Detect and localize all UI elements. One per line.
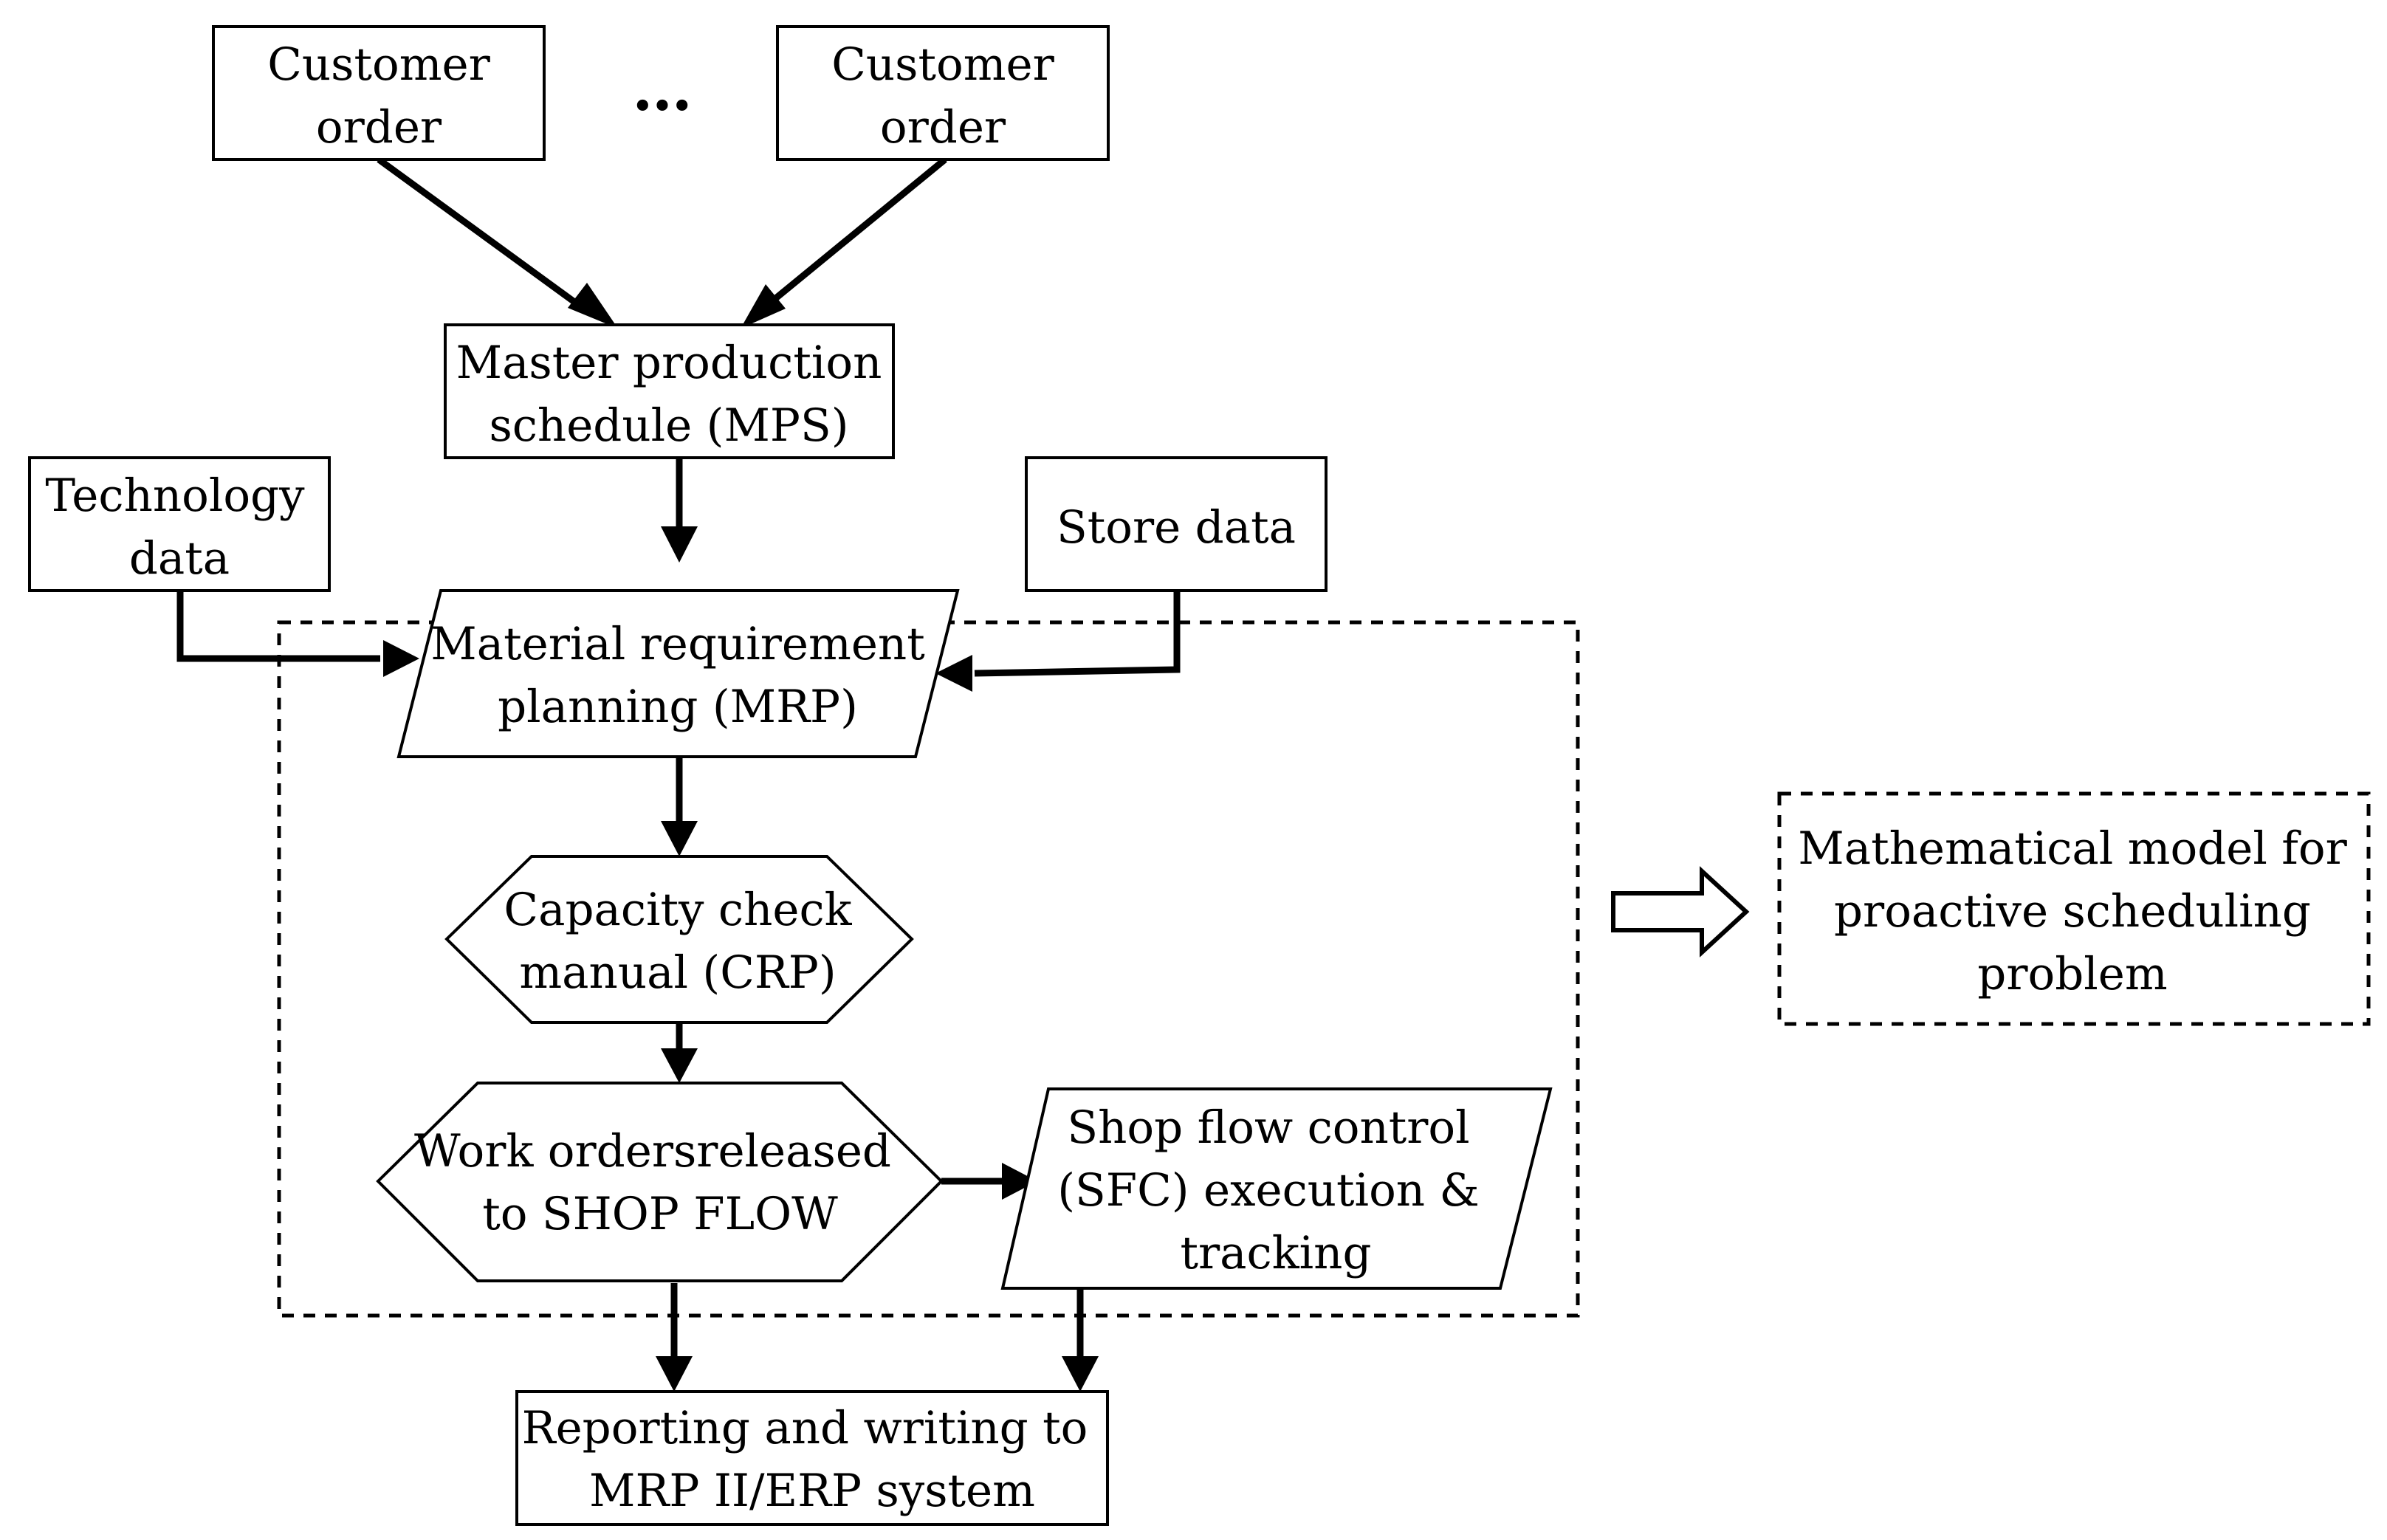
customer-order-1-line1: Customer [267,38,490,91]
sfc-line3: tracking [1180,1227,1371,1279]
mps-line2: schedule (MPS) [489,399,848,452]
arrowheads [383,283,1099,1392]
customer-order-2-line1: Customer [831,38,1054,91]
arrowhead-into-mps-left [568,283,618,329]
customer-order-1-line2: order [316,101,442,154]
technology-data-line2: data [129,532,230,585]
math-model-line2: proactive scheduling [1834,885,2311,938]
hollow-arrow-to-math-model [1611,866,1750,958]
arrowhead-into-sfc [1002,1163,1037,1200]
crp-line1: Capacity check [504,884,852,936]
customer-order-box-1: Customer order [212,25,546,161]
mrp-line1: Material requirement [430,618,925,670]
customer-order-2-line2: order [880,101,1006,154]
arrowhead-into-work-orders [661,1048,698,1083]
mrp-line2: planning (MRP) [498,681,858,733]
reporting-box: Reporting and writing to MRP II/ERP syst… [515,1390,1109,1526]
edge-store-data-to-mrp [974,580,1181,677]
ellipsis-more-orders: ••• [631,85,690,129]
math-model-line1: Mathematical model for [1798,822,2347,875]
mps-box: Master production schedule (MPS) [444,323,895,459]
arrowhead-into-reporting-left [656,1356,693,1392]
technology-data-box: Technology data [28,456,331,592]
connectors [176,157,1181,1358]
technology-data-line1: Technology [45,470,305,522]
customer-order-box-2: Customer order [776,25,1110,161]
edge-technology-data-to-mrp [176,591,380,662]
arrowhead-into-mrp-left [383,640,419,677]
reporting-line2: MRP II/ERP system [589,1465,1035,1517]
mps-line1: Master production [456,337,882,389]
store-data-line1: Store data [1057,501,1296,554]
store-data-box: Store data [1025,456,1328,592]
sfc-line1: Shop flow control [1067,1101,1469,1154]
work-orders-line2: to SHOP FLOW [482,1188,838,1240]
work-orders-hexagon: Work ordersreleased to SHOP FLOW [376,1082,944,1282]
crp-hexagon: Capacity check manual (CRP) [444,855,914,1024]
arrowhead-into-crp [661,821,698,856]
mrp-parallelogram: Material requirement planning (MRP) [396,589,960,758]
edge-customer-order-2-to-mps [755,157,947,317]
crp-line2: manual (CRP) [519,946,836,999]
reporting-line1: Reporting and writing to [522,1402,1088,1454]
sfc-line2: (SFC) execution & [1057,1164,1480,1217]
arrowhead-into-mrp-right [935,655,972,692]
arrowhead-into-mrp-top [661,526,698,563]
arrowhead-into-mps-right [741,284,786,329]
work-orders-line1: Work ordersreleased [414,1125,891,1178]
math-model-line3: problem [1977,948,2167,1000]
edge-customer-order-1-to-mps [377,157,593,317]
arrowhead-into-reporting-right [1062,1356,1099,1392]
sfc-parallelogram: Shop flow control (SFC) execution & trac… [1000,1087,1553,1290]
math-model-dashed-box: Mathematical model for proactive schedul… [1777,791,2371,1026]
